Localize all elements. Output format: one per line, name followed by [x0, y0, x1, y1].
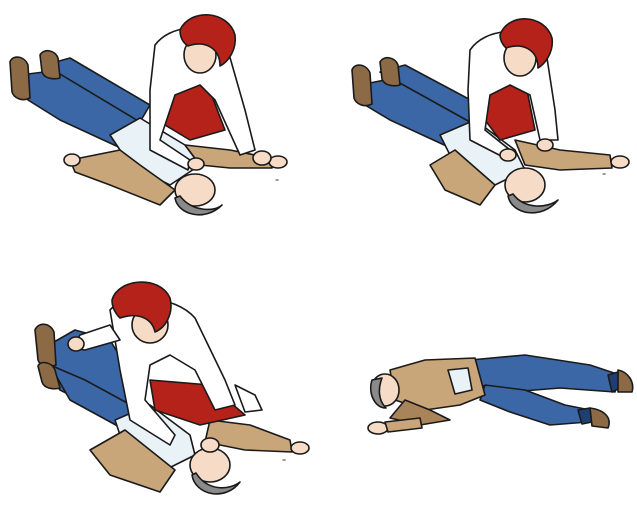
step-1-marker: = — [275, 178, 279, 184]
step-3-marker: = — [282, 458, 286, 464]
step-3-panel: = — [0, 270, 330, 513]
step-2-panel: = — [330, 0, 637, 240]
step-2-marker: = — [602, 172, 606, 178]
step-4-panel — [350, 330, 637, 450]
step-3-illustration: = — [0, 270, 330, 513]
step-2-illustration: = — [330, 0, 637, 240]
step-1-illustration: = — [0, 0, 310, 240]
step-4-illustration — [350, 330, 637, 450]
step-1-panel: = — [0, 0, 310, 240]
